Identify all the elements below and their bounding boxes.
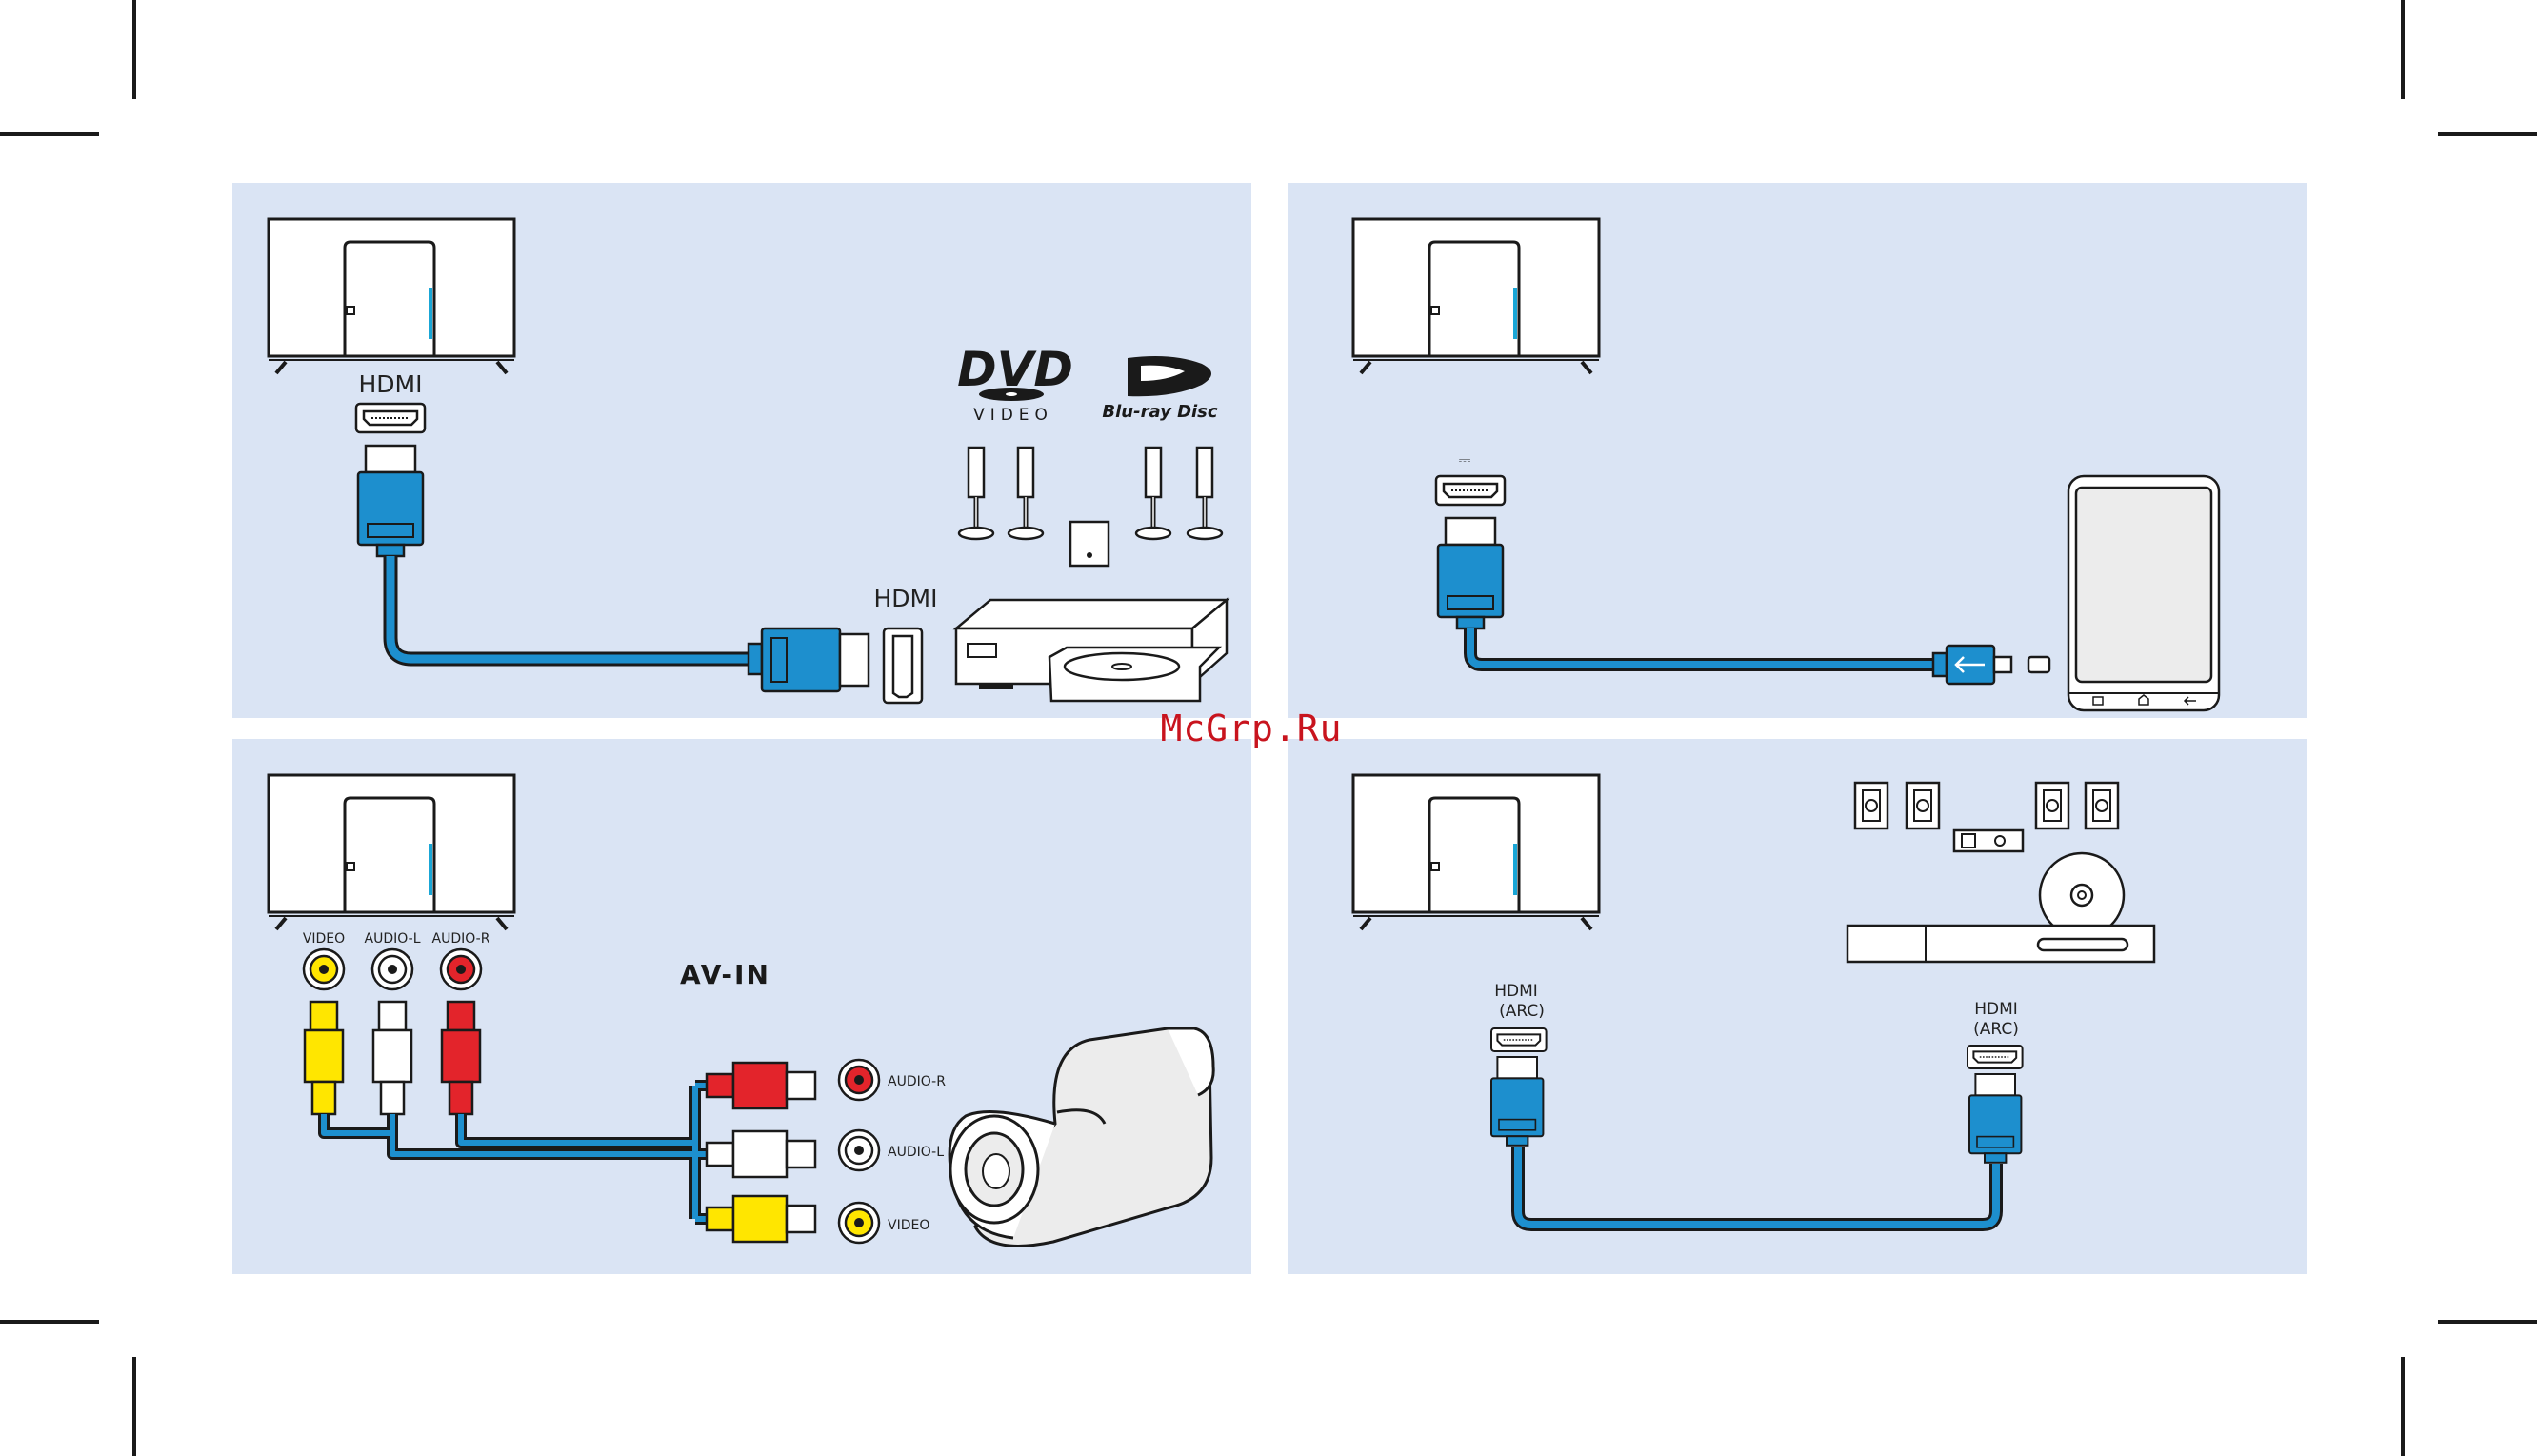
tv-icon bbox=[269, 219, 514, 373]
hdmi-plug-device-icon bbox=[749, 628, 869, 691]
panel-hdmi-player: HDMI HDMI DVD VIDEO Blu-ray Disc bbox=[232, 183, 1251, 718]
tv-jack-audio-l-icon bbox=[372, 949, 412, 989]
rca-plugs-camera bbox=[707, 1063, 815, 1242]
tv-icon bbox=[1353, 775, 1599, 929]
panel-hdmi-arc: HDMI (ARC) HDMI (ARC) bbox=[1288, 739, 2307, 1274]
camera-jack-video-icon bbox=[839, 1203, 879, 1243]
tv-jack-label-audio-r: AUDIO-R bbox=[432, 931, 490, 947]
tv-jack-label-video: VIDEO bbox=[303, 931, 345, 947]
home-theater-unit-icon bbox=[1848, 926, 2154, 962]
panel-av-in: VIDEO AUDIO-L AUDIO-R AV-IN bbox=[232, 739, 1251, 1274]
hdmi-plug-device-icon bbox=[1969, 1074, 2021, 1163]
tv-icon bbox=[269, 775, 514, 929]
speaker-box-icon bbox=[1907, 783, 1939, 828]
blu-ray-player-icon bbox=[956, 600, 1227, 701]
watermark: McGrp.Ru bbox=[1160, 708, 1342, 749]
svg-text:VIDEO: VIDEO bbox=[973, 406, 1053, 425]
tv-icon bbox=[1353, 219, 1599, 373]
usb-plug-icon bbox=[1438, 518, 1503, 628]
device-hdmi-port-icon bbox=[884, 628, 922, 703]
rca-plugs-tv bbox=[305, 1002, 480, 1114]
hdmi-plug-icon bbox=[358, 446, 423, 556]
camera-jack-audio-r-icon bbox=[839, 1060, 879, 1100]
subwoofer-icon bbox=[1070, 522, 1109, 566]
tv-hdmi-arc-label-2: (ARC) bbox=[1499, 1002, 1545, 1021]
tv-usb-port-icon bbox=[1436, 476, 1505, 505]
device-hdmi-label: HDMI bbox=[874, 585, 938, 612]
av-in-title: AV-IN bbox=[680, 959, 770, 990]
tv-hdmi-label: HDMI bbox=[359, 370, 423, 398]
tv-jack-video-icon bbox=[304, 949, 344, 989]
tv-hdmi-port-icon bbox=[356, 404, 425, 432]
tv-hdmi-arc-label: HDMI bbox=[1494, 982, 1538, 1001]
device-hdmi-arc-port-icon bbox=[1968, 1046, 2023, 1068]
speaker-box-icon bbox=[1855, 783, 1888, 828]
tv-jack-audio-r-icon bbox=[441, 949, 481, 989]
camera-jack-audio-l-icon bbox=[839, 1130, 879, 1170]
camera-jack-label-video: VIDEO bbox=[888, 1218, 929, 1233]
hdmi-plug-tv-icon bbox=[1491, 1057, 1543, 1146]
center-speaker-icon bbox=[1954, 830, 2023, 851]
device-hdmi-arc-label: HDMI bbox=[1974, 1000, 2018, 1019]
usb-port-mark: ⎓ bbox=[1459, 450, 1471, 469]
panel-usb-phone: ⎓ bbox=[1288, 183, 2307, 718]
speaker-box-icon bbox=[2036, 783, 2068, 828]
camera-jack-label-audio-r: AUDIO-R bbox=[888, 1074, 946, 1089]
tv-hdmi-arc-port-icon bbox=[1491, 1028, 1547, 1051]
svg-text:Blu-ray Disc: Blu-ray Disc bbox=[1102, 402, 1217, 422]
camera-jack-label-audio-l: AUDIO-L bbox=[888, 1145, 944, 1160]
tv-jack-label-audio-l: AUDIO-L bbox=[365, 931, 421, 947]
smartphone-icon bbox=[2068, 476, 2219, 710]
device-hdmi-arc-label-2: (ARC) bbox=[1973, 1020, 2019, 1039]
speaker-box-icon bbox=[2086, 783, 2118, 828]
